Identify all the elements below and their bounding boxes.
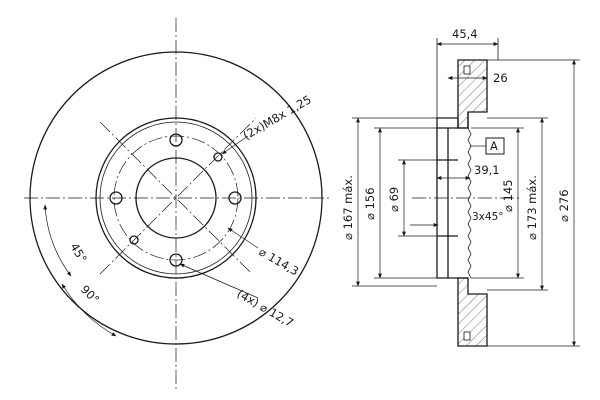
dim-45-4-label: 45,4 [452,27,478,41]
holes-leader [179,263,259,299]
pcd-leader [227,227,259,249]
dim-173-label: ⌀ 173 máx. [525,175,539,240]
diagonal-centerline-2 [99,121,253,275]
hat-top-profile [436,112,469,129]
diagonal-centerline-1 [99,117,257,275]
bolt-hole-left [109,191,123,205]
angle-45-arc [43,204,72,277]
dim-145-label: ⌀ 145 [501,179,515,212]
vent-notch-bottom [463,331,471,341]
bolt-hole-right [228,191,242,205]
datum-a-label: A [490,139,498,153]
hat-outer-edge [95,117,257,279]
thread-leader [221,135,249,155]
angle-90-label: 90° [78,282,102,306]
rotor-section-bottom [457,277,488,347]
vent-notch-top [463,65,471,75]
center-bore [135,157,217,239]
angle-45-label: 45° [67,241,89,266]
hat-inner-edge [99,121,253,275]
dim-39-1-label: 39,1 [474,163,500,177]
rotor-section-top [457,59,488,129]
thread-label: (2x)M8x 1,25 [241,92,314,142]
dim-276-label: ⌀ 276 [557,189,571,222]
section-view: A [352,38,580,347]
bolt-circle [113,135,239,261]
threaded-hole-2 [129,235,139,245]
dim-167-label: ⌀ 167 máx. [341,175,355,240]
hat-outer-profile [436,128,468,279]
bolt-hole-bottom [169,253,183,267]
hub-serration [467,127,472,279]
pcd-label: ⌀ 114,3 [257,244,302,278]
angle-90-arc [61,283,117,337]
bolt-hole-top [169,133,183,147]
dim-156-label: ⌀ 156 [363,187,377,220]
threaded-hole-1 [213,152,223,162]
dim-26-label: 26 [493,71,508,85]
front-view [24,18,332,392]
outer-disc-edge [29,51,323,345]
dim-69-label: ⌀ 69 [387,187,401,212]
chamfer-label: 3x45° [472,211,504,223]
